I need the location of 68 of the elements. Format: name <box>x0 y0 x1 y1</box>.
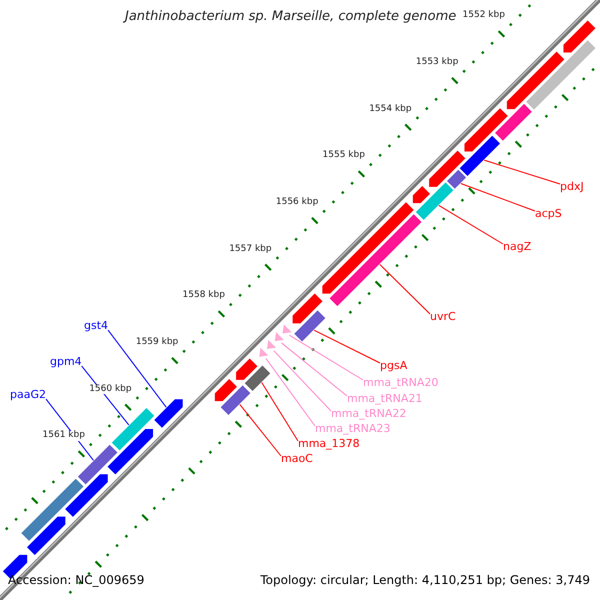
gene-label: mma_tRNA20 <box>363 377 438 390</box>
gene-label: gst4 <box>84 320 108 332</box>
gene-segment <box>110 406 156 452</box>
gene-label: paaG2 <box>10 389 46 402</box>
gene-segment <box>446 168 468 190</box>
gene-label: uvrC <box>430 311 456 324</box>
gene-segment <box>214 378 238 402</box>
trna-marker <box>282 324 292 334</box>
gene-segment <box>412 184 432 204</box>
gene-label: mma_1378 <box>298 438 360 450</box>
gene-label: mma_tRNA21 <box>347 393 422 406</box>
gene-label: mma_tRNA22 <box>331 408 406 420</box>
tick-label: 1556 kbp <box>274 198 320 208</box>
tick-label: 1555 kbp <box>322 151 366 162</box>
leader-line <box>379 264 430 314</box>
leader-line <box>288 334 364 380</box>
gene-segment <box>243 364 272 392</box>
gene-segment <box>458 134 502 178</box>
gene-segment <box>20 477 85 542</box>
trna-marker <box>266 339 277 350</box>
gene-segment <box>494 102 534 142</box>
gene-segment <box>524 38 597 111</box>
gene-segment <box>428 149 467 188</box>
gene-segment <box>506 50 566 110</box>
leader-line <box>108 330 167 408</box>
map-title: Janthinobacterium sp. Marseille, complete genome <box>125 10 456 24</box>
tick-label: 1552 kbp <box>462 11 506 22</box>
trna-marker <box>258 346 270 358</box>
tick-label: 1561 kbp <box>42 431 86 442</box>
gene-segment <box>76 443 119 486</box>
tick-label: 1553 kbp <box>414 58 460 68</box>
gene-segment <box>106 428 154 476</box>
genome-stats-text: Topology: circular; Length: 4,110,251 bp; Genes: 3,749 <box>260 574 590 588</box>
leader-line <box>484 160 560 184</box>
tick-label: 1559 kbp <box>134 338 180 348</box>
leader-line <box>460 182 536 212</box>
gene-label: maoC <box>281 453 313 466</box>
leader-line <box>261 382 298 442</box>
gene-label: pdxJ <box>560 181 584 194</box>
accession-text: Accession: NC_009659 <box>8 574 144 588</box>
gene-label: mma_tRNA23 <box>315 423 390 436</box>
gene-segment <box>292 292 324 324</box>
tick-label: 1554 kbp <box>368 104 413 115</box>
gene-segment <box>235 357 259 381</box>
gene-label: nagZ <box>503 241 532 254</box>
tick-label: 1558 kbp <box>182 291 226 302</box>
gene-label: gpm4 <box>50 356 82 368</box>
leader-line <box>281 342 348 396</box>
gene-segment <box>292 309 327 343</box>
leader-line <box>438 204 504 244</box>
gene-segment <box>321 200 416 295</box>
trna-marker <box>274 331 285 342</box>
gene-label: pgsA <box>380 360 408 372</box>
gene-segment <box>562 19 597 54</box>
leader-line <box>265 358 316 426</box>
gene-segment <box>463 106 510 153</box>
gene-segment <box>414 181 455 222</box>
leader-line <box>314 330 380 364</box>
leader-line <box>273 350 332 412</box>
gene-label: acpS <box>535 208 562 220</box>
gene-segment <box>219 384 252 416</box>
gene-segment <box>328 212 423 308</box>
tick-label: 1557 kbp <box>228 244 273 255</box>
leader-line <box>239 404 282 456</box>
gene-segment <box>26 516 66 556</box>
gene-segment <box>152 398 184 430</box>
gene-segment <box>64 473 109 518</box>
tick-label: 1560 kbp <box>88 384 133 395</box>
